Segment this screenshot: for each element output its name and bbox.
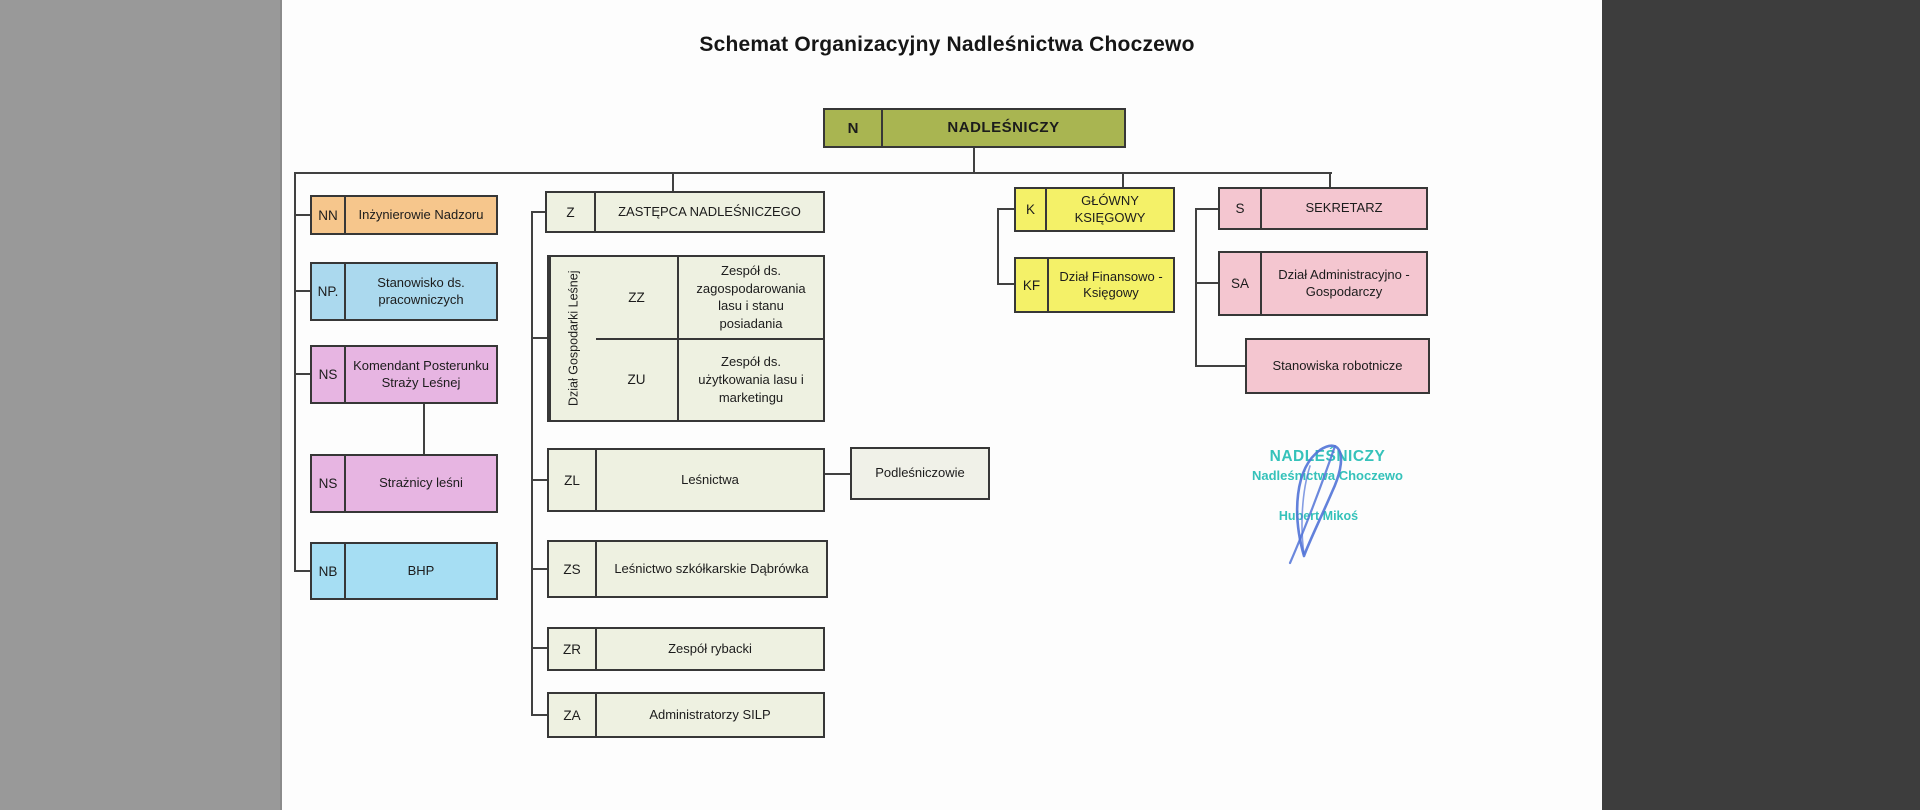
connector-main-horizontal [294, 172, 1332, 174]
node-zu: ZU Zespół ds. użytkowania lasu i marketi… [596, 337, 823, 420]
node-ns-komendant: NS Komendant Posterunku Straży Leśnej [310, 345, 498, 404]
node-sa-code: SA [1220, 253, 1262, 314]
node-kf-label: Dział Finansowo - Księgowy [1059, 268, 1163, 300]
official-stamp: NADLEŚNICZY Nadleśnictwa Choczewo Hubert… [1205, 448, 1450, 523]
connector-middle-trunk [531, 211, 533, 716]
node-zs-code: ZS [549, 542, 597, 596]
connector-stub-dgl [531, 337, 547, 339]
node-np-code: NP. [312, 264, 346, 319]
node-zr: ZR Zespół rybacki [547, 627, 825, 671]
connector-stub-kf [997, 283, 1014, 285]
connector-z-drop [672, 172, 674, 191]
connector-stub-s [1195, 208, 1218, 210]
stamp-unit: Nadleśnictwa Choczewo [1252, 468, 1403, 483]
node-nadlesniczy-label: NADLEŚNICZY [947, 118, 1060, 136]
node-zl: ZL Leśnictwa [547, 448, 825, 512]
node-zs-label: Leśnictwo szkółkarskie Dąbrówka [614, 560, 809, 576]
node-zz-label: Zespół ds. zagospodarowania lasu i stanu… [696, 263, 806, 331]
node-s-label: SEKRETARZ [1305, 200, 1383, 216]
connector-k-trunk [997, 208, 999, 285]
node-s: S SEKRETARZ [1218, 187, 1428, 230]
node-ns-komendant-code: NS [312, 347, 346, 402]
node-zs: ZS Leśnictwo szkółkarskie Dąbrówka [547, 540, 828, 598]
node-zz-code: ZZ [596, 257, 679, 338]
node-dzial-gospodarki-lesnej: Dział Gospodarki Leśnej ZZ Zespół ds. za… [547, 255, 825, 422]
node-zl-label: Leśnictwa [681, 471, 739, 487]
node-za-label: Administratorzy SILP [649, 706, 771, 722]
node-kf-code: KF [1016, 259, 1049, 311]
page-title: Schemat Organizacyjny Nadleśnictwa Chocz… [699, 33, 1195, 56]
node-ns-komendant-label: Komendant Posterunku Straży Leśnej [353, 358, 489, 390]
node-zz: ZZ Zespół ds. zagospodarowania lasu i st… [596, 257, 823, 338]
node-za: ZA Administratorzy SILP [547, 692, 825, 738]
node-nb-label: BHP [407, 562, 435, 578]
node-zu-code: ZU [596, 339, 679, 420]
connector-stub-zr [531, 647, 547, 649]
node-zr-label: Zespół rybacki [668, 640, 752, 656]
connector-stub-stanowiska [1195, 365, 1245, 367]
node-s-code: S [1220, 189, 1262, 228]
handwritten-signature [1288, 444, 1343, 565]
node-z-code: Z [547, 193, 596, 231]
node-ns-straznicy-code: NS [312, 456, 346, 511]
node-podlesniczowie-label: Podleśniczowie [875, 465, 965, 481]
node-nn: NN Inżynierowie Nadzoru [310, 195, 498, 235]
connector-stub-nn [294, 214, 310, 216]
node-za-code: ZA [549, 694, 597, 736]
stamp-role: NADLEŚNICZY [1269, 448, 1386, 465]
node-dgl-group-label: Dział Gospodarki Leśnej [549, 257, 596, 420]
connector-left-trunk [294, 172, 296, 571]
node-z-label: ZASTĘPCA NADLEŚNICZEGO [618, 203, 801, 219]
connector-stub-zs [531, 568, 547, 570]
connector-stub-z [531, 211, 545, 213]
node-k-label: GŁÓWNY KSIĘGOWY [1074, 193, 1146, 225]
connector-stub-za [531, 714, 547, 716]
connector-stub-k [997, 208, 1014, 210]
connector-stub-nb [294, 570, 310, 572]
connector-root-drop [973, 148, 975, 173]
node-zu-label: Zespół ds. użytkowania lasu i marketingu [698, 354, 804, 405]
connector-s-drop [1329, 172, 1331, 187]
node-np: NP. Stanowisko ds. pracowniczych [310, 262, 498, 321]
connector-stub-zl [531, 479, 547, 481]
node-nadlesniczy-code: N [825, 110, 883, 146]
node-sa-label: Dział Administracyjno - Gospodarczy [1278, 267, 1410, 299]
node-zr-code: ZR [549, 629, 597, 669]
connector-stub-ns [294, 373, 310, 375]
node-kf: KF Dział Finansowo - Księgowy [1014, 257, 1175, 313]
node-stanowiska-robotnicze: Stanowiska robotnicze [1245, 338, 1430, 394]
connector-s-trunk [1195, 208, 1197, 367]
node-nn-code: NN [312, 197, 346, 233]
connector-k-drop [1122, 172, 1124, 187]
node-k-code: K [1016, 189, 1047, 230]
node-ns-straznicy-label: Strażnicy leśni [379, 475, 463, 491]
node-k: K GŁÓWNY KSIĘGOWY [1014, 187, 1175, 232]
node-nadlesniczy: N NADLEŚNICZY [823, 108, 1126, 148]
node-sa: SA Dział Administracyjno - Gospodarczy [1218, 251, 1428, 316]
node-ns-straznicy: NS Strażnicy leśni [310, 454, 498, 513]
node-podlesniczowie: Podleśniczowie [850, 447, 990, 500]
scanner-background [1602, 0, 1920, 810]
node-z: Z ZASTĘPCA NADLEŚNICZEGO [545, 191, 825, 233]
connector-komendant-straznicy [423, 404, 425, 454]
node-stanowiska-robotnicze-label: Stanowiska robotnicze [1272, 357, 1403, 373]
node-np-label: Stanowisko ds. pracowniczych [377, 275, 465, 307]
connector-stub-sa [1195, 282, 1218, 284]
node-zl-code: ZL [549, 450, 597, 510]
node-nn-label: Inżynierowie Nadzoru [358, 206, 484, 222]
connector-stub-np [294, 290, 310, 292]
node-nb-code: NB [312, 544, 346, 598]
node-nb: NB BHP [310, 542, 498, 600]
connector-zl-podlesniczowie [825, 473, 850, 475]
